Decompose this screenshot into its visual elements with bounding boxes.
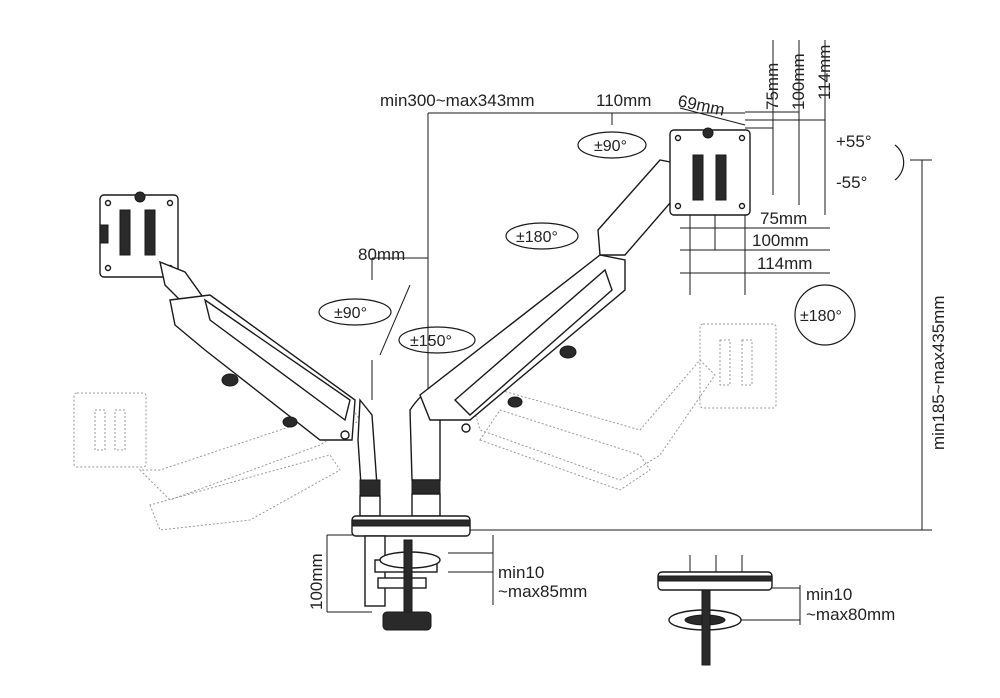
clamp-min-label: min10 [498,563,544,582]
width-110-label: 110mm [596,91,651,110]
tilt-down-label: -55° [836,173,867,192]
ghost-left-arm [73,392,361,531]
vesa-114-vertical-label: 114mm [815,45,834,100]
offset-80-label: 80mm [358,245,405,264]
depth-69-label: 69mm [676,91,726,119]
rotation-arcs [318,131,905,354]
center-pole [351,391,471,537]
left-monitor-arm [99,191,356,441]
labels: min300~max343mm 110mm 69mm 75mm 100mm 11… [307,45,948,624]
right-monitor-arm [419,127,751,433]
vesa-75-horizontal-label: 75mm [760,209,807,228]
vesa-75-vertical-label: 75mm [763,63,782,110]
clamp-max-label: ~max85mm [498,582,587,601]
swivel-90-left-label: ±90° [334,305,367,322]
tilt-up-label: +55° [836,132,872,151]
swivel-90-top-label: ±90° [594,138,627,155]
ghost-right-arm [469,323,777,491]
grommet-detail [657,555,773,666]
right-vesa-plate [669,129,751,216]
desk-clamp [364,535,441,631]
height-range-label: min185~max435mm [929,296,948,451]
clamp-height-label: 100mm [307,553,326,610]
vesa-100-horizontal-label: 100mm [752,231,809,250]
vesa-100-vertical-label: 100mm [789,53,808,110]
rotate-180-arm-label: ±180° [516,229,558,246]
arm-reach-label: min300~max343mm [380,91,535,110]
grommet-max-label: ~max80mm [806,605,895,624]
rotate-180-right-label: ±180° [800,308,842,325]
vesa-114-horizontal-label: 114mm [757,254,812,273]
dimension-lines [326,40,932,625]
grommet-min-label: min10 [806,585,852,604]
rotate-150-label: ±150° [410,333,452,350]
